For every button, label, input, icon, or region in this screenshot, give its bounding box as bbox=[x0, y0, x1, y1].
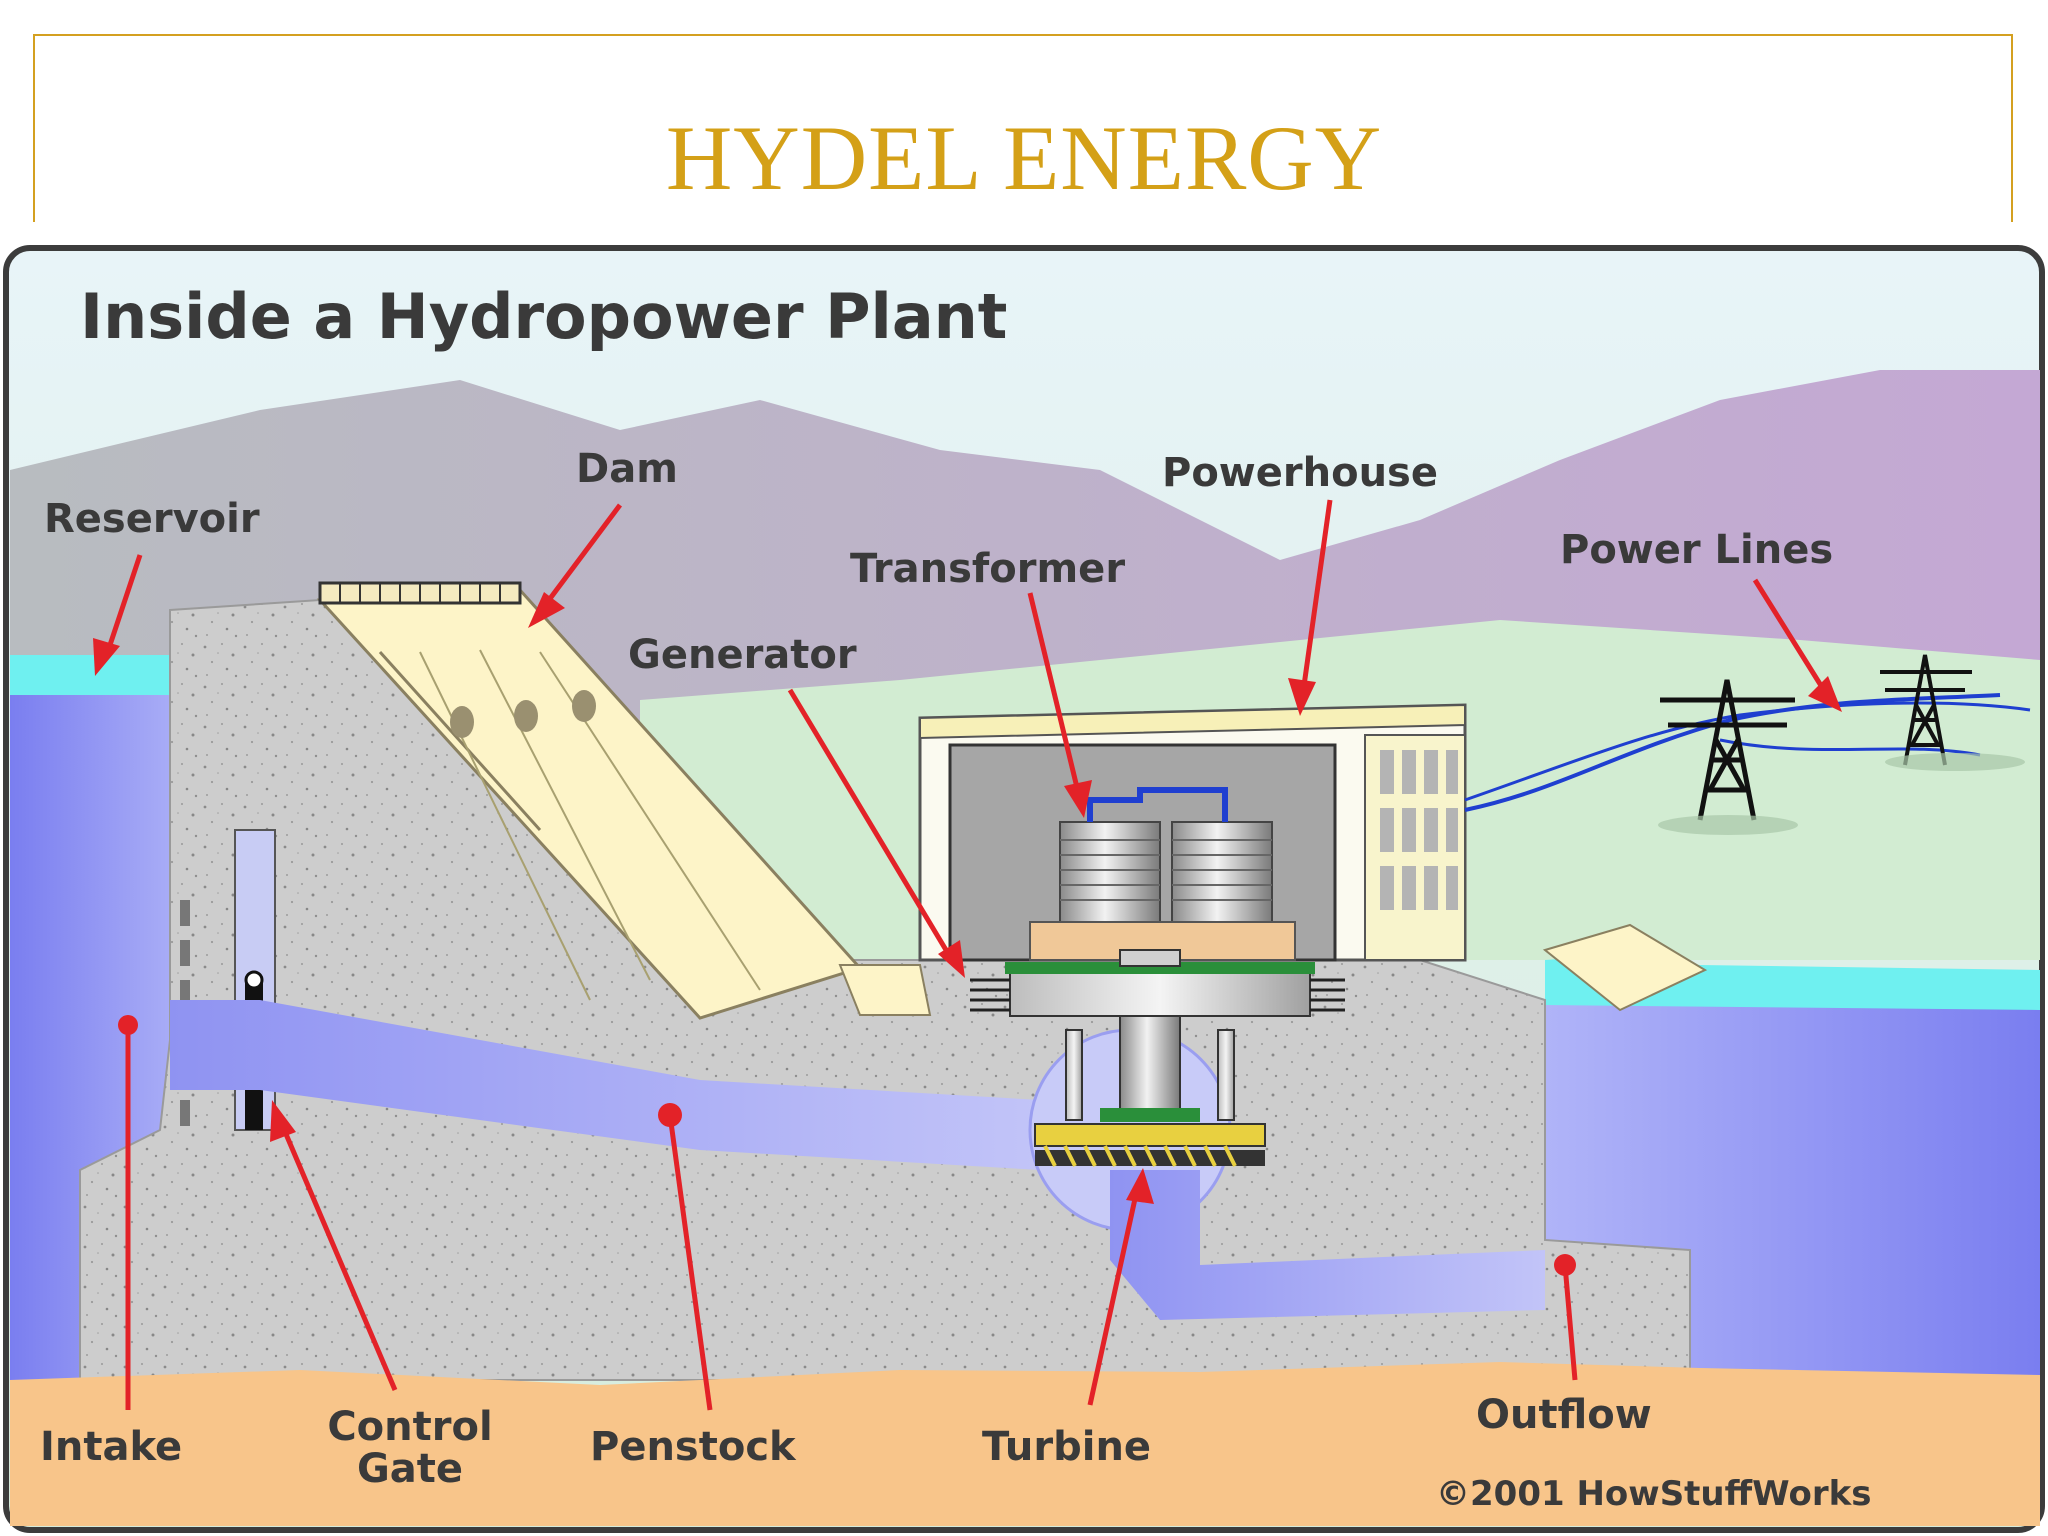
penstock-pipe bbox=[170, 1000, 1040, 1170]
label-transformer: Transformer bbox=[850, 546, 1125, 592]
callout-lines bbox=[102, 499, 1833, 1411]
label-dam: Dam bbox=[576, 446, 678, 492]
turbine-shaft bbox=[1065, 1015, 1235, 1122]
power-line-1 bbox=[1464, 693, 2001, 812]
label-generator: Generator bbox=[628, 632, 857, 678]
label-outflow: Outflow bbox=[1476, 1392, 1652, 1438]
powerhouse-windows bbox=[1380, 750, 1458, 910]
power-line-2 bbox=[1464, 701, 2031, 802]
label-control-gate-1: Control bbox=[327, 1404, 492, 1450]
power-line-3 bbox=[1719, 738, 1981, 757]
label-intake: Intake bbox=[40, 1424, 182, 1470]
reservoir-surface bbox=[10, 655, 170, 695]
dam-port-2 bbox=[514, 700, 538, 732]
label-turbine: Turbine bbox=[982, 1424, 1151, 1470]
callout-dots bbox=[118, 1015, 1576, 1276]
transformer bbox=[1059, 787, 1273, 923]
tailrace-structure bbox=[1542, 923, 1708, 1012]
turbine-runner bbox=[1034, 1123, 1266, 1167]
label-control-gate-2: Gate bbox=[357, 1446, 463, 1492]
label-penstock: Penstock bbox=[590, 1424, 797, 1470]
copyright: ©2001 HowStuffWorks bbox=[1436, 1474, 1871, 1514]
diagram-title: Inside a Hydropower Plant bbox=[80, 280, 1007, 353]
slide-title: HYDEL ENERGY bbox=[665, 107, 1383, 209]
ground bbox=[10, 1362, 2040, 1526]
hydropower-diagram: Inside a Hydropower Plant Reservoir Dam … bbox=[3, 245, 2045, 1533]
callout-arrowheads bbox=[93, 592, 1842, 1204]
generator bbox=[970, 949, 1345, 1017]
power-tower-2 bbox=[1880, 654, 1972, 766]
dam-port-1 bbox=[450, 706, 474, 738]
label-power-lines: Power Lines bbox=[1560, 527, 1833, 573]
dam-port-3 bbox=[572, 690, 596, 722]
label-reservoir: Reservoir bbox=[44, 496, 260, 542]
draft-tube bbox=[1110, 1170, 1545, 1320]
label-powerhouse: Powerhouse bbox=[1162, 450, 1438, 496]
title-frame bbox=[33, 34, 2013, 222]
power-tower-1 bbox=[1660, 679, 1795, 821]
